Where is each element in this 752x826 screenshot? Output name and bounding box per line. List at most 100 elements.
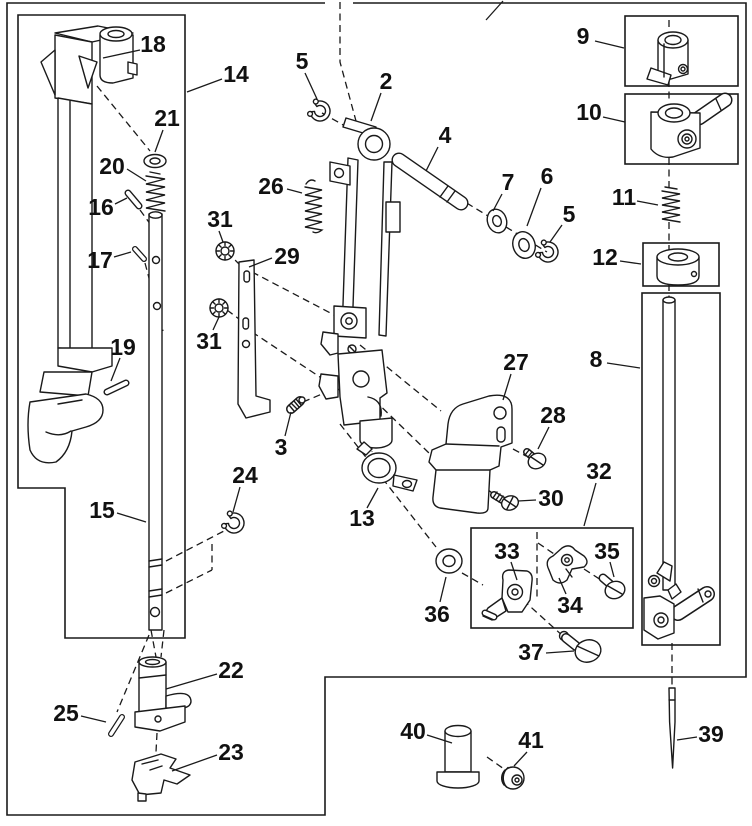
part-11-spring [661, 186, 681, 223]
callout-leader-23 [171, 754, 218, 772]
callout-leader-24 [232, 486, 241, 513]
callout-leader-2 [370, 92, 382, 122]
callout-leader-30 [517, 499, 537, 502]
callout-leader-6 [526, 187, 542, 227]
box-14 [17, 14, 186, 639]
callout-label-26: 26 [258, 173, 284, 199]
callout-leader-16 [114, 197, 128, 205]
part-33-lever [481, 569, 533, 621]
callout-leader-31 [218, 230, 224, 243]
part-5-e-ring-left [305, 96, 334, 125]
part-30-screw [490, 491, 520, 511]
callout-leader-5 [549, 224, 563, 243]
callout-leader-18 [102, 49, 141, 59]
part-23-snap-foot [131, 753, 191, 802]
part-8-needle-bar [643, 296, 715, 640]
part-41-plug [501, 766, 525, 790]
part-26-spring [304, 179, 324, 234]
part-25-pin [108, 714, 125, 737]
callout-leader-5 [304, 72, 318, 100]
part-29-guide-plate [237, 259, 271, 419]
callout-leader-12 [619, 260, 642, 265]
callout-label-23: 23 [218, 739, 244, 765]
part-17-pin [132, 246, 147, 262]
callout-leader-22 [165, 673, 218, 690]
callout-leader-34 [558, 577, 567, 595]
box-8 [641, 292, 721, 646]
callout-label-41: 41 [518, 727, 544, 753]
callout-leader-21 [154, 129, 164, 153]
callout-label-5: 5 [296, 48, 309, 74]
callout-leader-7 [492, 193, 503, 212]
callout-label-9: 9 [577, 23, 590, 49]
part-5-e-ring-right [533, 237, 562, 266]
callout-label-24: 24 [232, 462, 258, 488]
part-36-grommet [435, 548, 463, 574]
callout-label-13: 13 [349, 505, 375, 531]
callout-label-5: 5 [563, 201, 576, 227]
callout-label-30: 30 [538, 485, 564, 511]
part-21-washer [143, 153, 167, 169]
callout-leader-20 [126, 168, 147, 182]
callout-leader-39 [676, 736, 698, 741]
part-34-lever [546, 545, 588, 584]
callout-leader-28 [537, 426, 550, 450]
part-12-collar [656, 248, 700, 286]
callout-label-15: 15 [89, 497, 115, 523]
part-18-bracket [40, 25, 138, 105]
callout-leader-29 [248, 257, 273, 268]
part-24-e-ring [219, 508, 248, 537]
part-19-pin [103, 379, 130, 396]
callout-leader-35 [609, 561, 615, 578]
callout-leader-14 [186, 78, 223, 93]
part-27-bracket [428, 394, 513, 514]
part-9-clamp-block [646, 31, 689, 86]
callout-label-34: 34 [557, 592, 583, 618]
callout-label-2: 2 [380, 68, 393, 94]
part-39-needle [668, 687, 676, 769]
offpage-leader-line [485, 0, 504, 21]
part-28-screw [523, 448, 547, 470]
callout-label-16: 16 [88, 194, 114, 220]
part-31-lock-washer-lower [209, 298, 229, 318]
part-16-pin [124, 189, 143, 210]
box-9 [624, 15, 739, 87]
box-10 [624, 93, 739, 165]
callout-leader-17 [113, 251, 132, 258]
callout-leader-41 [513, 751, 528, 767]
callout-label-32: 32 [586, 458, 612, 484]
callout-label-7: 7 [502, 169, 515, 195]
callout-label-6: 6 [541, 163, 554, 189]
callout-label-10: 10 [576, 99, 602, 125]
callout-label-3: 3 [275, 434, 288, 460]
callout-leader-40 [426, 734, 453, 744]
callout-label-28: 28 [540, 402, 566, 428]
part-3-set-screw [286, 396, 306, 414]
callout-label-19: 19 [110, 334, 136, 360]
callout-label-39: 39 [698, 721, 724, 747]
callout-label-40: 40 [400, 718, 426, 744]
callout-label-25: 25 [53, 700, 79, 726]
callout-label-21: 21 [154, 105, 180, 131]
callout-leader-36 [439, 576, 447, 603]
callout-label-31: 31 [196, 328, 222, 354]
part-4-rod [391, 152, 469, 211]
callout-label-36: 36 [424, 601, 450, 627]
callout-label-18: 18 [140, 31, 166, 57]
part-10-block [650, 92, 733, 159]
callout-leader-15 [116, 512, 147, 523]
callout-label-20: 20 [99, 153, 125, 179]
callout-leader-8 [606, 362, 641, 369]
box-32 [470, 527, 634, 629]
callout-leader-27 [502, 373, 512, 401]
callout-label-31: 31 [207, 206, 233, 232]
callout-label-22: 22 [218, 657, 244, 683]
part-6-washer [512, 231, 536, 259]
callout-label-4: 4 [439, 122, 452, 148]
callout-leader-31 [212, 316, 220, 331]
part-40-cap [436, 724, 480, 789]
callout-leader-26 [286, 188, 303, 194]
